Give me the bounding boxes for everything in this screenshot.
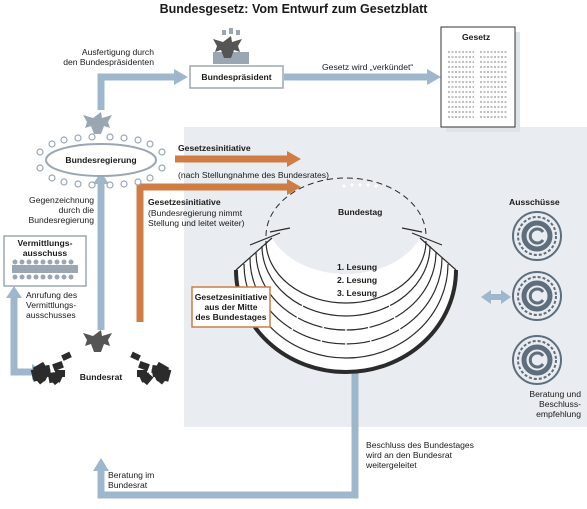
gesetzesinitiative-1-note: (nach Stellungnahme des Bundesrates) [178,170,329,180]
bundesregierung-label: Bundesregierung [65,155,137,165]
diagram-title: Bundesgesetz: Vom Entwurf zum Gesetzblat… [159,2,428,16]
bundespraesident-label: Bundespräsident [201,72,272,82]
arrowhead-up-vermittlung [6,286,22,298]
arrow-regierung-to-praesident [97,73,175,110]
gesetz-document [440,26,520,132]
beschluss-bundestag-label: Beschluss des Bundestages wird an den Bu… [366,440,474,470]
gesetzesinitiative-2-title: Gesetzesinitiative [148,197,221,207]
initiative-mitte-label: Gesetzesinitiative aus der Mitte des Bun… [194,292,268,322]
arrow-bundesrat-to-bundestag [136,183,288,322]
eagle-icon-praesident [213,28,249,64]
vermittlungsausschuss-label: Vermittlungs- ausschuss [17,238,73,258]
arrowhead-bundesrat-bundestag [287,179,301,195]
gesetz-label: Gesetz [462,32,491,42]
gegenzeichnung-label: Gegenzeichnung durch die Bundesregierung [28,195,94,225]
lesung-2: 2. Lesung [337,275,378,285]
bundesrat-chamber [30,330,172,386]
arrowhead-to-praesident [174,69,188,85]
arrowhead-regierung-bundestag [287,151,301,167]
arrow-bundesrat-vermittlung [10,298,33,376]
gesetzesinitiative-1-title: Gesetzesinitiative [178,143,251,153]
regierung-table [36,133,166,189]
initiative-mitte-box [191,286,271,328]
arrowhead-to-gesetz [427,69,441,85]
ausschuesse-label: Ausschüsse [509,197,560,207]
arrowhead-up-bundesrat [93,458,109,471]
verkuendet-label: Gesetz wird „verkündet“ [322,62,414,72]
beratung-bundesrat-label: Beratung im Bundesrat [108,470,155,490]
bundesrat-label: Bundesrat [79,372,123,382]
bundestag-label: Bundestag [338,207,383,217]
gesetzesinitiative-2-note: (Bundesregierung nimmt Stellung und leit… [148,208,245,228]
lesung-3: 3. Lesung [337,288,378,298]
ausschuss-ring-2 [512,271,562,321]
vermittlungsausschuss-box [3,235,87,287]
ausschuss-ring-1 [512,211,562,261]
eagle-icon-regierung [83,112,112,134]
arrow-bundestag-to-bundesrat [97,372,359,499]
arrowhead-to-regierung [93,172,109,184]
lesung-1: 1. Lesung [337,262,378,272]
ausfertigung-label: Ausfertigung durch den Bundespräsidenten [63,47,154,67]
beratung-beschluss-label: Beratung und Beschluss- empfehlung [529,389,581,419]
praesident-box [189,65,284,89]
anrufung-label: Anrufung des Vermittlungs- ausschusses [26,290,78,320]
ausschuss-ring-3 [512,335,562,385]
